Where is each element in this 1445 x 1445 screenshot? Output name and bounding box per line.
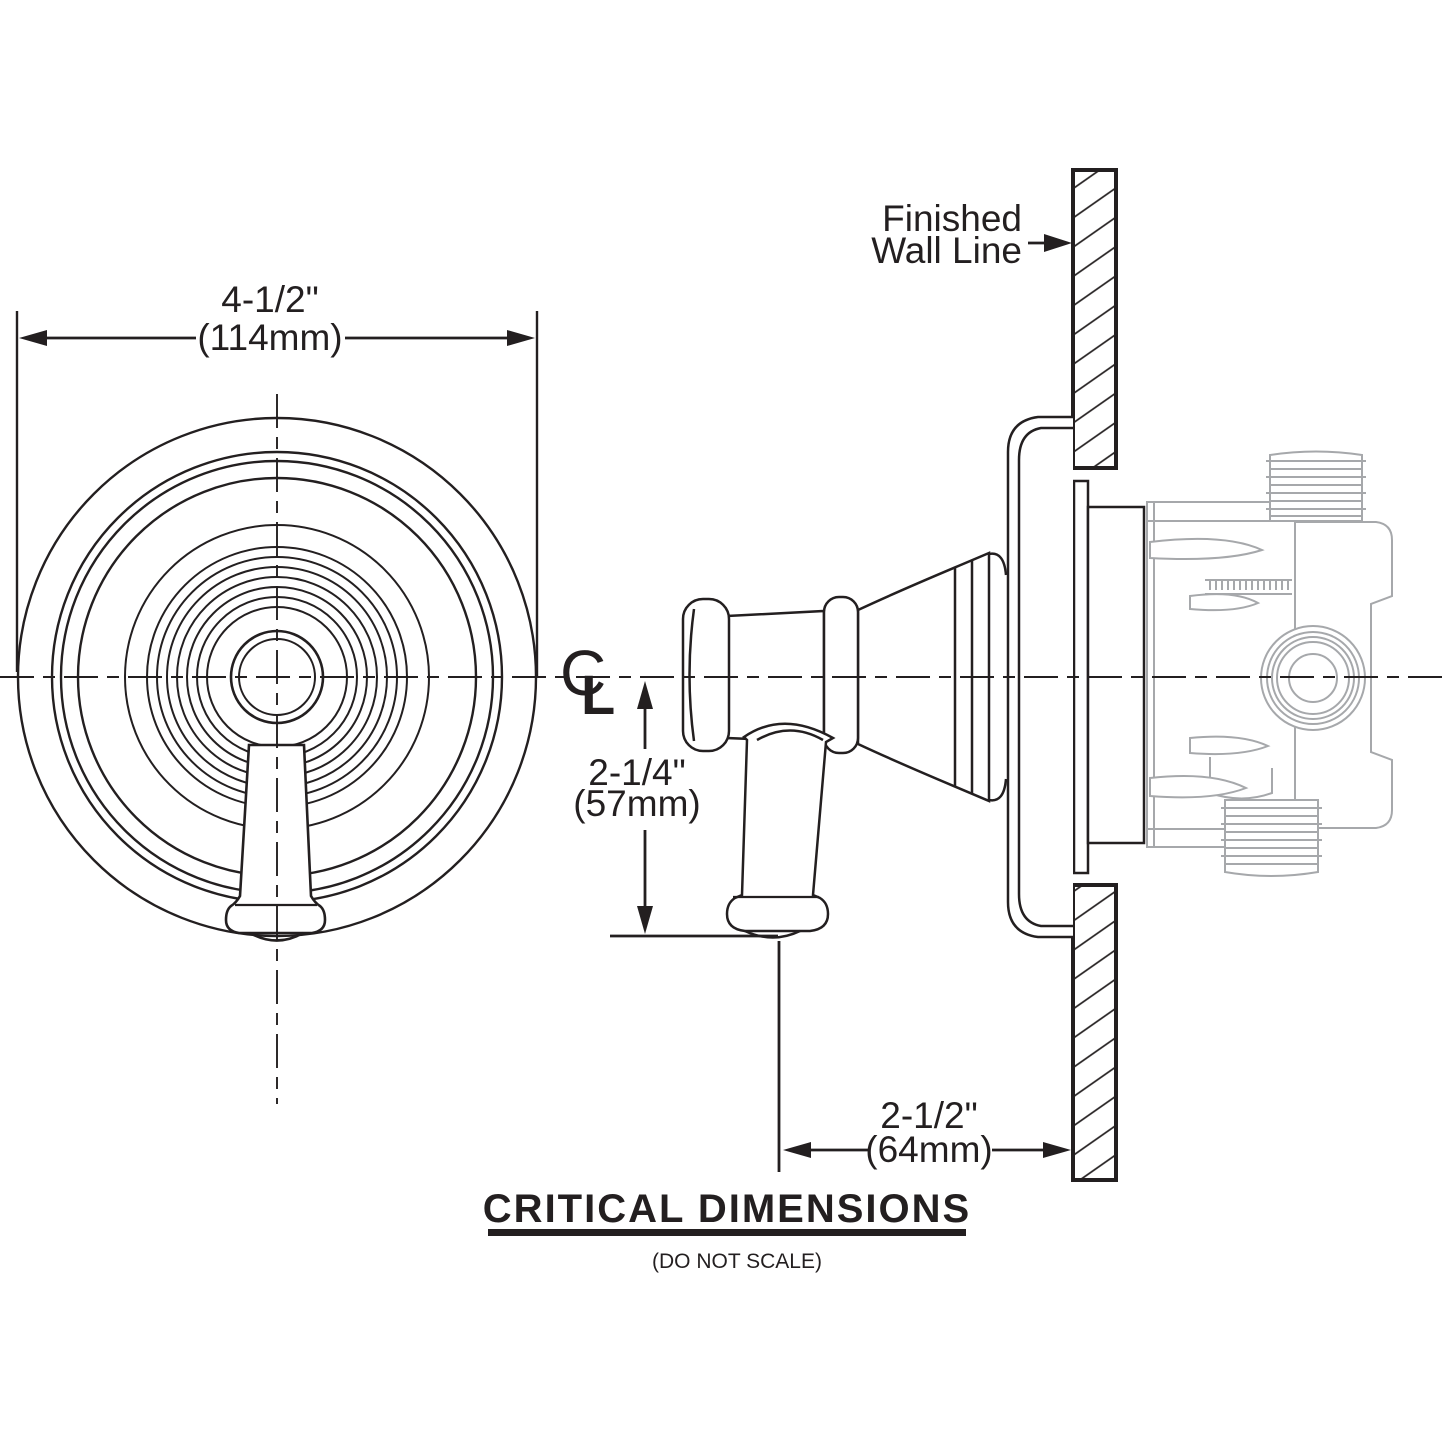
wall-offset-inches: 2-1/2" xyxy=(880,1095,977,1136)
side-handle-collar xyxy=(822,595,860,755)
arrow-left-icon xyxy=(19,330,47,346)
arrow-up-icon xyxy=(637,681,653,709)
valve-top-threaded-port xyxy=(1266,450,1366,522)
drawing-title: CRITICAL DIMENSIONS xyxy=(483,1187,971,1231)
handle-drop-mm: (57mm) xyxy=(573,783,700,824)
side-handle-lever-tip xyxy=(744,929,801,939)
side-handle-lever xyxy=(725,722,836,933)
drawing-note: (DO NOT SCALE) xyxy=(652,1250,822,1273)
front-handle-bell-tip xyxy=(249,931,304,942)
dim-handle-drop: 2-1/4" (57mm) xyxy=(573,681,781,1172)
wall-lower-section xyxy=(1071,883,1118,1182)
centerline-symbol-c: C xyxy=(560,637,606,709)
front-handle xyxy=(224,743,327,942)
plate-width-inches: 4-1/2" xyxy=(221,279,318,320)
finished-wall xyxy=(1071,168,1118,1182)
plate-width-mm: (114mm) xyxy=(197,317,342,358)
dim-wall-offset: 2-1/2" (64mm) xyxy=(783,1095,1071,1170)
rough-in-valve xyxy=(1146,450,1393,877)
valve-bottom-threaded-port xyxy=(1221,799,1322,877)
handle-drop-inches: 2-1/4" xyxy=(588,752,685,793)
arrow-right-icon xyxy=(1044,234,1072,252)
wall-label-line1: Finished xyxy=(882,198,1022,239)
wall-label-line2: Wall Line xyxy=(871,230,1022,271)
arrow-right-icon xyxy=(1043,1142,1071,1158)
centerline-symbol: C L xyxy=(560,637,615,726)
wall-offset-mm: (64mm) xyxy=(865,1129,992,1170)
side-handle xyxy=(681,595,860,939)
title-block: CRITICAL DIMENSIONS (DO NOT SCALE) xyxy=(483,1187,971,1273)
valve-center-rings xyxy=(1260,625,1366,731)
arrow-left-icon xyxy=(783,1142,811,1158)
wall-upper-section xyxy=(1071,168,1118,470)
dim-plate-width: 4-1/2" (114mm) xyxy=(15,279,539,676)
title-underline xyxy=(488,1229,966,1236)
side-handle-end-cap xyxy=(681,597,731,753)
side-plaster-guard xyxy=(1086,505,1146,845)
valve-mounting-clips xyxy=(1149,537,1292,800)
centerline-symbol-l: L xyxy=(581,663,615,726)
finished-wall-line-label: Finished Wall Line xyxy=(871,198,1072,271)
arrow-right-icon xyxy=(507,330,535,346)
arrow-down-icon xyxy=(637,906,653,934)
